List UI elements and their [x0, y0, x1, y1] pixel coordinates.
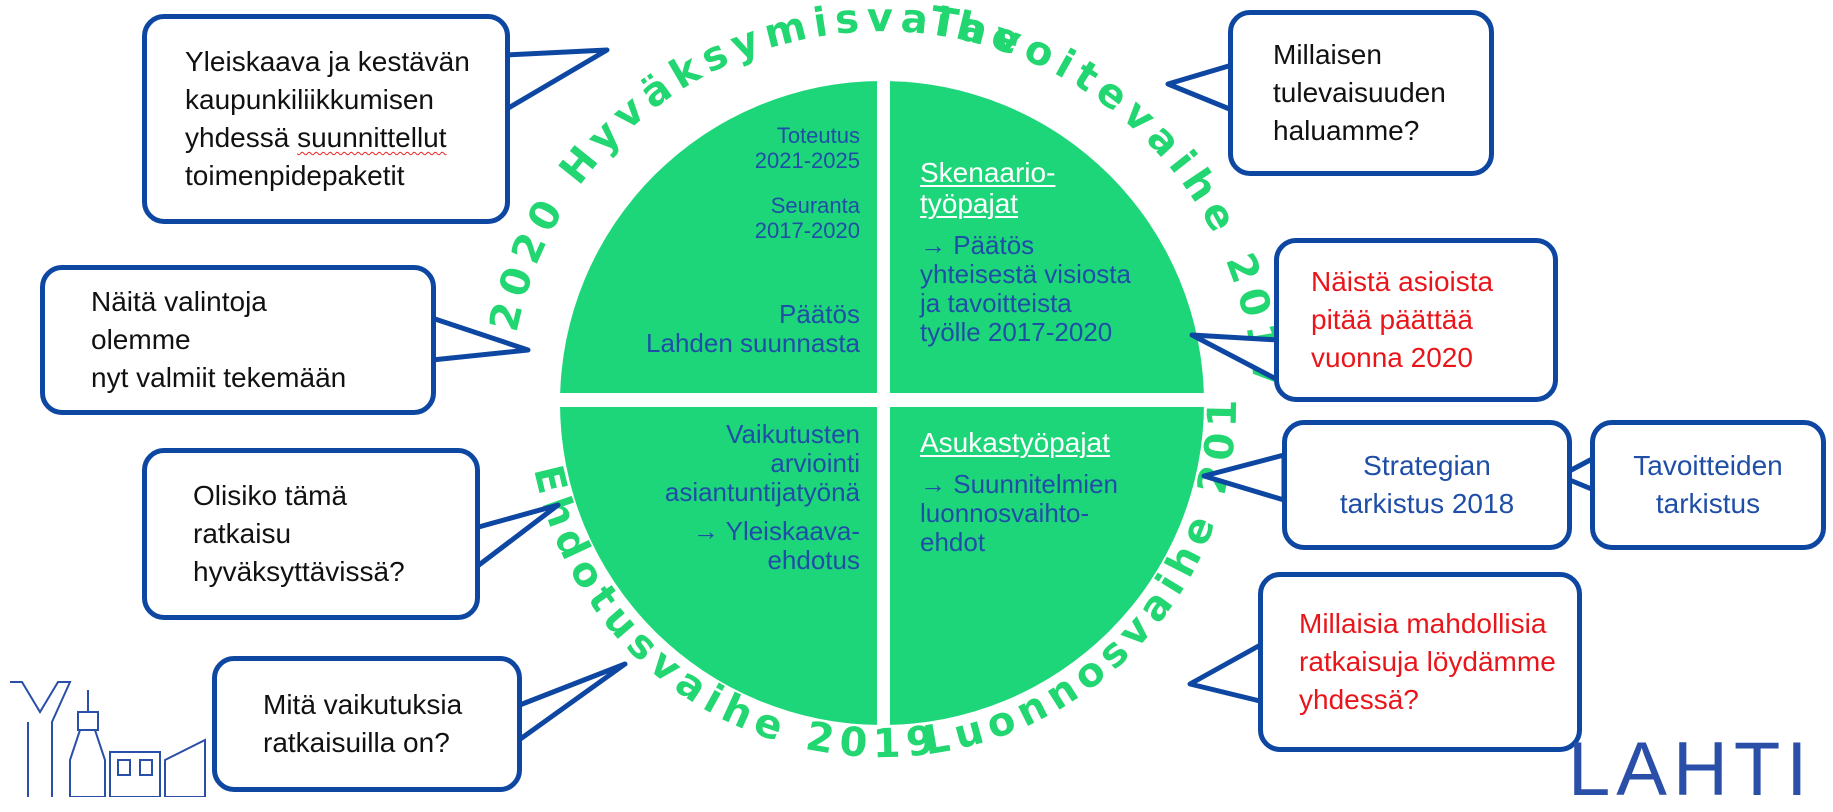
bubble-strategian: Strategian tarkistus 2018 [1282, 420, 1572, 550]
bubble-millaisen: Millaisen tulevaisuuden haluamme? [1228, 10, 1494, 176]
top-right-line-1: → Päätös [920, 230, 1035, 260]
yleiskaava-line-1: Yleiskaava ja kestävän [185, 46, 470, 77]
radio-tower-icon [10, 681, 72, 797]
monitoring-label: Seuranta [770, 193, 860, 218]
quad-top-left-monitoring: Seuranta 2017-2020 [700, 193, 860, 243]
quad-top-right: Skenaario- työpajat → Päätös yhteisestä … [920, 157, 1180, 347]
decision-line-1: Päätös [779, 299, 860, 329]
bubble-strategian-text: Strategian tarkistus 2018 [1339, 450, 1515, 519]
tail-vaikutuksia [509, 661, 628, 748]
bubble-yleiskaava-text: Yleiskaava ja kestävän kaupunkiliikkumis… [185, 43, 470, 195]
yleiskaava-line-3a: yhdessä [185, 122, 290, 153]
top-right-line-4: työlle 2017-2020 [920, 317, 1113, 347]
bottom-left-line-5: ehdotus [767, 545, 860, 575]
wheel-vertical-divider [877, 70, 890, 738]
bubble-valintoja: Näitä valintoja olemme nyt valmiit tekem… [40, 265, 436, 415]
top-right-line-3: ja tavoitteista [920, 288, 1072, 318]
resident-workshops-heading: Asukastyöpajat [920, 427, 1110, 458]
quad-bottom-right: Asukastyöpajat → Suunnitelmien luonnosva… [920, 427, 1180, 557]
bottom-right-line-1: → Suunnitelmien [920, 469, 1118, 499]
bubble-olisiko: Olisiko tämä ratkaisu hyväksyttävissä? [142, 448, 480, 620]
scenario-workshops-heading-1: Skenaario- [920, 157, 1056, 188]
tail-millaisen [1165, 62, 1235, 113]
decision-line-2: Lahden suunnasta [646, 328, 860, 358]
implementation-years: 2021-2025 [754, 148, 860, 173]
bottom-left-line-3: asiantuntijatyönä [664, 477, 860, 507]
building-icon [109, 751, 161, 797]
bubble-yleiskaava: Yleiskaava ja kestävän kaupunkiliikkumis… [142, 14, 510, 224]
building-icon-2 [164, 738, 206, 797]
bottom-left-line-1: Vaikutusten [726, 419, 860, 449]
bubble-naista-text: Näistä asioista pitää päättää vuonna 202… [1311, 266, 1494, 373]
bubble-tavoitteiden: Tavoitteiden tarkistus [1590, 420, 1826, 550]
implementation-label: Toteutus [776, 123, 860, 148]
yleiskaava-line-4: toimenpidepaketit [185, 160, 405, 191]
bubble-valintoja-text: Näitä valintoja olemme nyt valmiit tekem… [91, 286, 347, 393]
quad-bottom-left: Vaikutusten arviointi asiantuntijatyönä … [600, 420, 860, 575]
tail-yleiskaava [502, 47, 610, 113]
church-icon [69, 690, 106, 797]
bottom-left-line-4: → Yleiskaava- [692, 516, 860, 546]
bubble-vaikutuksia: Mitä vaikutuksia ratkaisuilla on? [212, 656, 522, 792]
yleiskaava-line-2: kaupunkiliikkumisen [185, 84, 435, 115]
quad-top-left-decision: Päätös Lahden suunnasta [580, 300, 860, 358]
top-right-line-2: yhteisestä visiosta [920, 259, 1131, 289]
bubble-millaisia: Millaisia mahdollisia ratkaisuja löydämm… [1258, 572, 1582, 752]
bottom-right-line-2: luonnosvaihto- [920, 498, 1090, 528]
tail-naista [1189, 332, 1281, 383]
yleiskaava-line-3b: suunnittellut [297, 122, 447, 153]
bottom-right-line-3: ehdot [920, 527, 986, 557]
tail-millaisia [1187, 640, 1267, 705]
scenario-workshops-heading-2: työpajat [920, 188, 1019, 219]
lahti-logo: LAHTI [1568, 727, 1814, 812]
bubble-naista: Näistä asioista pitää päättää vuonna 202… [1274, 238, 1558, 402]
bottom-left-line-2: arviointi [770, 448, 860, 478]
bubble-millaisia-text: Millaisia mahdollisia ratkaisuja löydämm… [1299, 608, 1556, 715]
bubble-vaikutuksia-text: Mitä vaikutuksia ratkaisuilla on? [263, 689, 463, 758]
bubble-tails [429, 47, 1597, 748]
bubble-tavoitteiden-text: Tavoitteiden tarkistus [1633, 450, 1783, 519]
bubble-olisiko-text: Olisiko tämä ratkaisu hyväksyttävissä? [193, 480, 405, 587]
monitoring-years: 2017-2020 [754, 218, 860, 243]
bubble-millaisen-text: Millaisen tulevaisuuden haluamme? [1273, 39, 1446, 146]
quad-top-left-implementation: Toteutus 2021-2025 [700, 123, 860, 173]
city-skyline-illustration [10, 681, 206, 797]
